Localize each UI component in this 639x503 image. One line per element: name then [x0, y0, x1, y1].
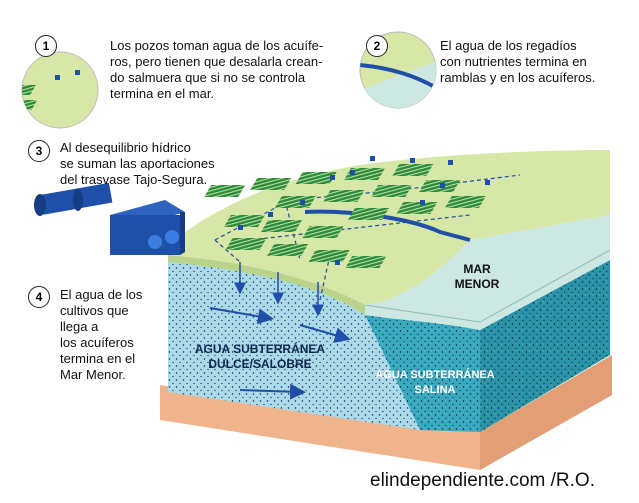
callout-1-inset	[21, 51, 99, 129]
saline-aquifer-label: AGUA SUBTERRÁNEA SALINA	[375, 369, 495, 396]
callout-1-text: Los pozos toman agua de los acuífe- ros,…	[110, 38, 324, 101]
callout-1-number: 1	[35, 35, 57, 57]
callout-4-number: 4	[28, 286, 50, 308]
canal	[304, 209, 471, 242]
callout-4-text: El agua de los cultivos que llega a los …	[60, 287, 143, 382]
callout-3-number: 3	[28, 140, 50, 162]
sea-surface	[365, 215, 610, 330]
callout-3-text: Al desequilibrio hídrico se suman las ap…	[60, 140, 215, 187]
credit: elindependiente.com /R.O.	[370, 470, 595, 491]
callout-2-text: El agua de los regadíos con nutrientes t…	[440, 38, 596, 85]
fresh-aquifer-label: AGUA SUBTERRÁNEA DULCE/SALOBRE	[194, 342, 326, 371]
mar-menor-label: MAR MENOR	[454, 262, 500, 291]
callout-2-number: 2	[366, 35, 388, 57]
crop-fields	[204, 164, 486, 268]
infiltration-arrows	[234, 262, 324, 317]
trasvase-pipe	[34, 182, 185, 255]
flow-arrows	[209, 307, 351, 400]
well-markers	[238, 156, 490, 265]
